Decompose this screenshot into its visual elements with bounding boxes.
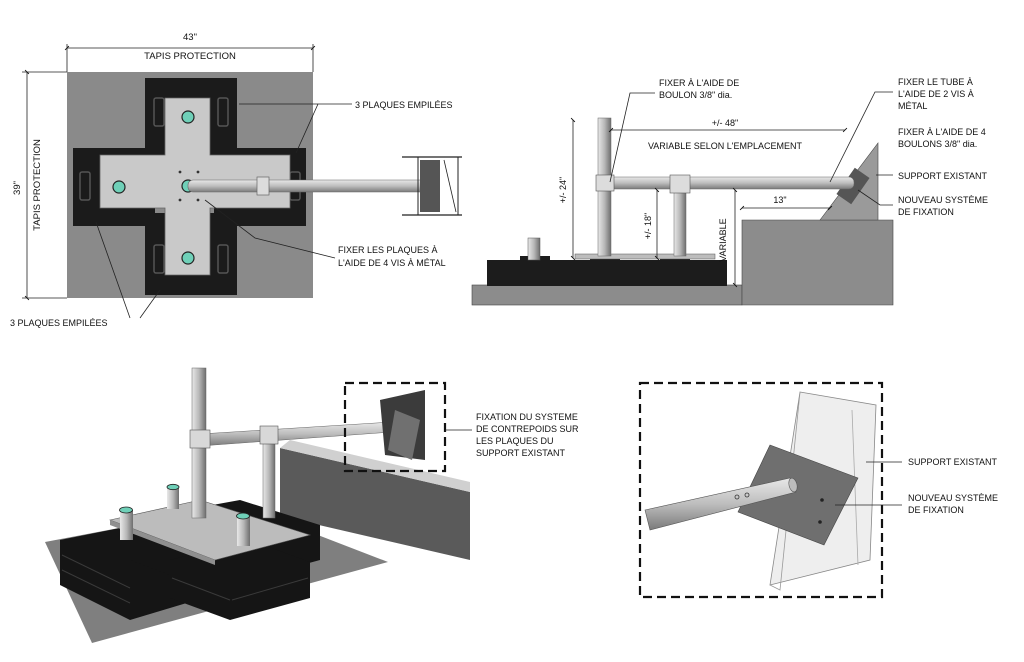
isometric-view: FIXATION DU SYSTEME DE CONTREPOIDS SUR L… xyxy=(45,367,579,643)
new-system-line2: DE FIXATION xyxy=(898,207,954,217)
horizontal-pipe xyxy=(187,179,435,193)
detail-screw-2 xyxy=(744,492,750,498)
iso-elbow xyxy=(189,429,211,449)
mat-label-top: TAPIS PROTECTION xyxy=(144,51,236,62)
leader-plates-top-2 xyxy=(295,103,319,154)
leader-plates-bottom-2 xyxy=(139,289,161,319)
detail-support-line xyxy=(851,409,859,566)
four-bolts-line1: FIXER À L'AIDE DE 4 xyxy=(898,127,986,137)
leader-tube xyxy=(829,91,893,183)
leader-new-system xyxy=(857,189,893,206)
bolt-label-line1: FIXER À L'AIDE DE xyxy=(659,78,739,88)
short-post xyxy=(527,237,541,261)
elevation-weights xyxy=(487,256,727,286)
bolt-label-line2: BOULON 3/8" dia. xyxy=(659,90,732,100)
iso-plate-edge xyxy=(110,520,215,565)
tube-label-line2: L'AIDE DE 2 VIS À xyxy=(898,89,974,99)
iso-post-cap-3 xyxy=(166,483,180,491)
iso-wall-face xyxy=(280,448,470,560)
iso-tee xyxy=(259,425,279,445)
detail-new-system-line2: DE FIXATION xyxy=(908,505,964,515)
detail-pipe xyxy=(644,477,797,531)
fix-label-line1: FIXER LES PLAQUES À xyxy=(338,245,438,255)
variable-location-label: VARIABLE SELON L'EMPLACEMENT xyxy=(648,141,803,151)
iso-stub-post xyxy=(167,487,179,509)
iso-wall-top xyxy=(280,440,470,492)
detail-support-label: SUPPORT EXISTANT xyxy=(908,457,998,467)
detail-box xyxy=(638,381,884,599)
mat-label-side: TAPIS PROTECTION xyxy=(32,139,43,231)
elevation-view: +/- 48" VARIABLE SELON L'EMPLACEMENT +/-… xyxy=(471,77,988,306)
elevation-horizontal-pipe xyxy=(599,176,855,190)
dim-48-label: +/- 48" xyxy=(712,118,738,128)
plates-label-top: 3 PLAQUES EMPILÉES xyxy=(355,100,453,110)
iso-detail-box xyxy=(343,381,447,473)
leader-plates-bottom-1 xyxy=(95,221,131,319)
iso-label-line1: FIXATION DU SYSTEME xyxy=(476,412,578,422)
iso-short-post xyxy=(262,439,276,519)
iso-post-cap-1 xyxy=(119,506,133,514)
tube-label-line3: MÉTAL xyxy=(898,101,927,111)
iso-label-line2: DE CONTREPOIDS SUR xyxy=(476,424,579,434)
existing-wall xyxy=(741,219,894,306)
plates-label-bottom: 3 PLAQUES EMPILÉES xyxy=(10,318,108,328)
pipe-clamp xyxy=(256,176,270,196)
iso-label-line3: LES PLAQUES DU xyxy=(476,436,554,446)
iso-post-cap-2 xyxy=(236,512,250,520)
dim-13-label: 13" xyxy=(773,195,786,205)
dim-width-label: 43" xyxy=(183,32,197,43)
leader-bolt xyxy=(609,92,655,183)
elbow-fitting xyxy=(595,174,615,192)
detail-bolt-2 xyxy=(818,520,822,524)
iso-weight-post-1 xyxy=(120,510,133,540)
end-bracket xyxy=(402,156,462,216)
support-existing-label: SUPPORT EXISTANT xyxy=(898,171,988,181)
fix-label-line2: L'AIDE DE 4 VIS À MÉTAL xyxy=(338,258,446,268)
ground-slab xyxy=(471,284,743,306)
elevation-base-plate xyxy=(574,253,716,260)
detail-view: SUPPORT EXISTANT NOUVEAU SYSTÈME DE FIXA… xyxy=(638,381,998,599)
tee-fitting xyxy=(669,174,691,194)
plate-screws xyxy=(178,170,200,202)
detail-bolt-1 xyxy=(820,498,824,502)
plan-view: 43" TAPIS PROTECTION 39" TAPIS PROTECTIO… xyxy=(10,32,462,328)
new-system-line1: NOUVEAU SYSTÈME xyxy=(898,195,988,205)
iso-weight-lines xyxy=(61,554,309,604)
detail-new-system-line1: NOUVEAU SYSTÈME xyxy=(908,493,998,503)
leader-fix-plates xyxy=(204,199,336,259)
iso-label-line4: SUPPORT EXISTANT xyxy=(476,448,566,458)
tube-label-line1: FIXER LE TUBE À xyxy=(898,77,973,87)
plate-slots xyxy=(79,97,301,274)
short-post-support xyxy=(673,189,687,257)
four-bolts-line2: BOULONS 3/8" dia. xyxy=(898,139,977,149)
variable-label: VARIABLE xyxy=(718,218,728,261)
iso-weight-post-2 xyxy=(237,516,250,546)
dim-24-label: +/- 24" xyxy=(558,177,568,203)
dim-height-label: 39" xyxy=(12,181,23,195)
iso-new-fixing xyxy=(388,410,420,460)
detail-screw-1 xyxy=(734,494,740,500)
dim-18-label: +/- 18" xyxy=(643,213,653,239)
detail-pipe-end xyxy=(788,477,798,493)
